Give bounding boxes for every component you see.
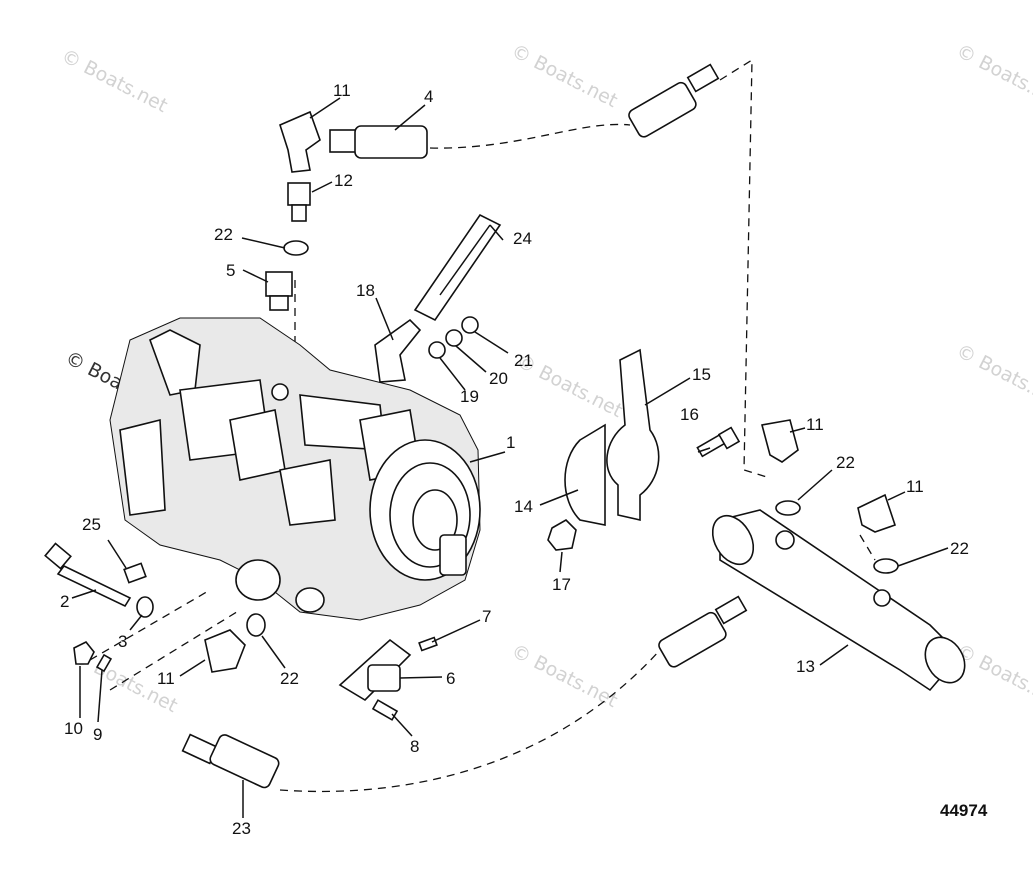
- watermark: © Boats.net: [58, 45, 171, 117]
- part-22-washer-right-a: [775, 500, 801, 516]
- watermark: © Boats.net: [508, 40, 621, 112]
- part-25-plug: [123, 562, 147, 584]
- part-2-bolt: [44, 542, 132, 608]
- callout-11-right-a: 11: [806, 415, 824, 434]
- callout-21: 21: [514, 351, 533, 370]
- callout-22-right-b: 22: [950, 539, 969, 558]
- callout-labels: 1 2 3 4 5 6 7 8 9 10 11 11 11 11 12 13 1…: [60, 81, 988, 838]
- part-4-hose-barb: [329, 125, 428, 159]
- callout-20: 20: [489, 369, 508, 388]
- callout-7: 7: [482, 607, 491, 626]
- part-9-pin: [95, 653, 113, 673]
- part-17-nut: [547, 519, 577, 551]
- callout-10: 10: [64, 719, 83, 738]
- part-sensor-hose-top: [628, 63, 720, 138]
- part-5-sender: [265, 271, 293, 311]
- watermark: © Boats.net: [953, 340, 1033, 412]
- watermark: © Boats.net: [953, 640, 1033, 712]
- callout-1: 1: [506, 433, 515, 452]
- part-19-20-21-hardware: [428, 316, 479, 359]
- part-11-elbow-right-a: [761, 419, 799, 463]
- part-11-top-elbow: [279, 110, 321, 173]
- callout-25: 25: [82, 515, 101, 534]
- callout-14: 14: [514, 497, 533, 516]
- drawing-number: 44974: [940, 801, 988, 820]
- part-13-water-pipe: [711, 509, 966, 692]
- callout-5: 5: [226, 261, 235, 280]
- callout-9: 9: [93, 725, 102, 744]
- callout-24: 24: [513, 229, 532, 248]
- part-11-elbow-lower: [204, 629, 246, 673]
- part-14-clamp: [564, 423, 606, 526]
- callout-23: 23: [232, 819, 251, 838]
- part-11-elbow-right-b: [857, 493, 897, 533]
- callout-8: 8: [410, 737, 419, 756]
- part-22-washer-right-b: [873, 558, 899, 574]
- callout-22-lower: 22: [280, 669, 299, 688]
- callout-18: 18: [356, 281, 375, 300]
- part-15-bracket: [606, 348, 660, 522]
- part-sensor-hose-mid: [658, 595, 748, 668]
- callout-22-top: 22: [214, 225, 233, 244]
- part-22-washer-lower: [246, 613, 266, 637]
- part-18-bracket: [374, 318, 422, 383]
- routing-lines: [89, 58, 876, 793]
- callout-4: 4: [424, 87, 433, 106]
- callout-15: 15: [692, 365, 711, 384]
- callout-11-right-b: 11: [906, 477, 924, 496]
- part-3-washer: [136, 596, 154, 618]
- part-10-nut: [73, 640, 95, 665]
- callout-3: 3: [118, 632, 127, 651]
- part-22-washer-top: [283, 240, 309, 256]
- part-23-sensor: [181, 733, 280, 789]
- callout-11-lower: 11: [157, 669, 175, 688]
- watermark: © Boats.net: [953, 40, 1033, 112]
- callout-19: 19: [460, 387, 479, 406]
- part-24-harness: [413, 213, 502, 322]
- callout-6: 6: [446, 669, 455, 688]
- callout-2: 2: [60, 592, 69, 611]
- transmission-housing: [109, 317, 481, 621]
- callout-17: 17: [552, 575, 571, 594]
- part-16-bolt: [696, 426, 741, 458]
- callout-22-right-a: 22: [836, 453, 855, 472]
- leader-lines: [71, 97, 949, 818]
- part-7-screw: [418, 636, 438, 652]
- part-12-fitting: [287, 182, 311, 222]
- part-6-cover: [338, 638, 412, 702]
- part-8-bolt: [371, 699, 399, 721]
- callout-13: 13: [796, 657, 815, 676]
- callout-16: 16: [680, 405, 699, 424]
- callout-12: 12: [334, 171, 353, 190]
- callout-11-top: 11: [333, 81, 351, 100]
